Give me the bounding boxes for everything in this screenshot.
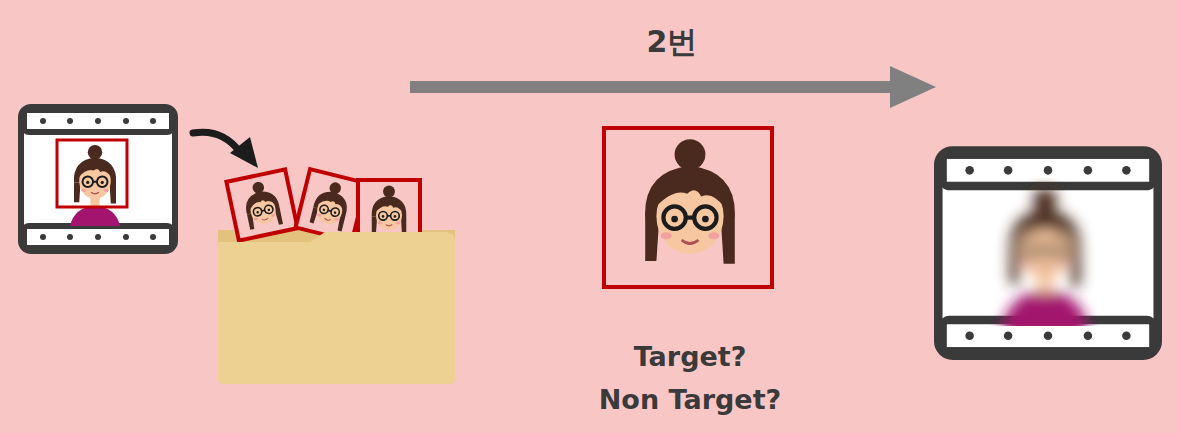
question-label: Non Target? <box>599 384 781 416</box>
step-label: 2번 <box>647 24 698 60</box>
question-label: Target? <box>634 341 747 373</box>
